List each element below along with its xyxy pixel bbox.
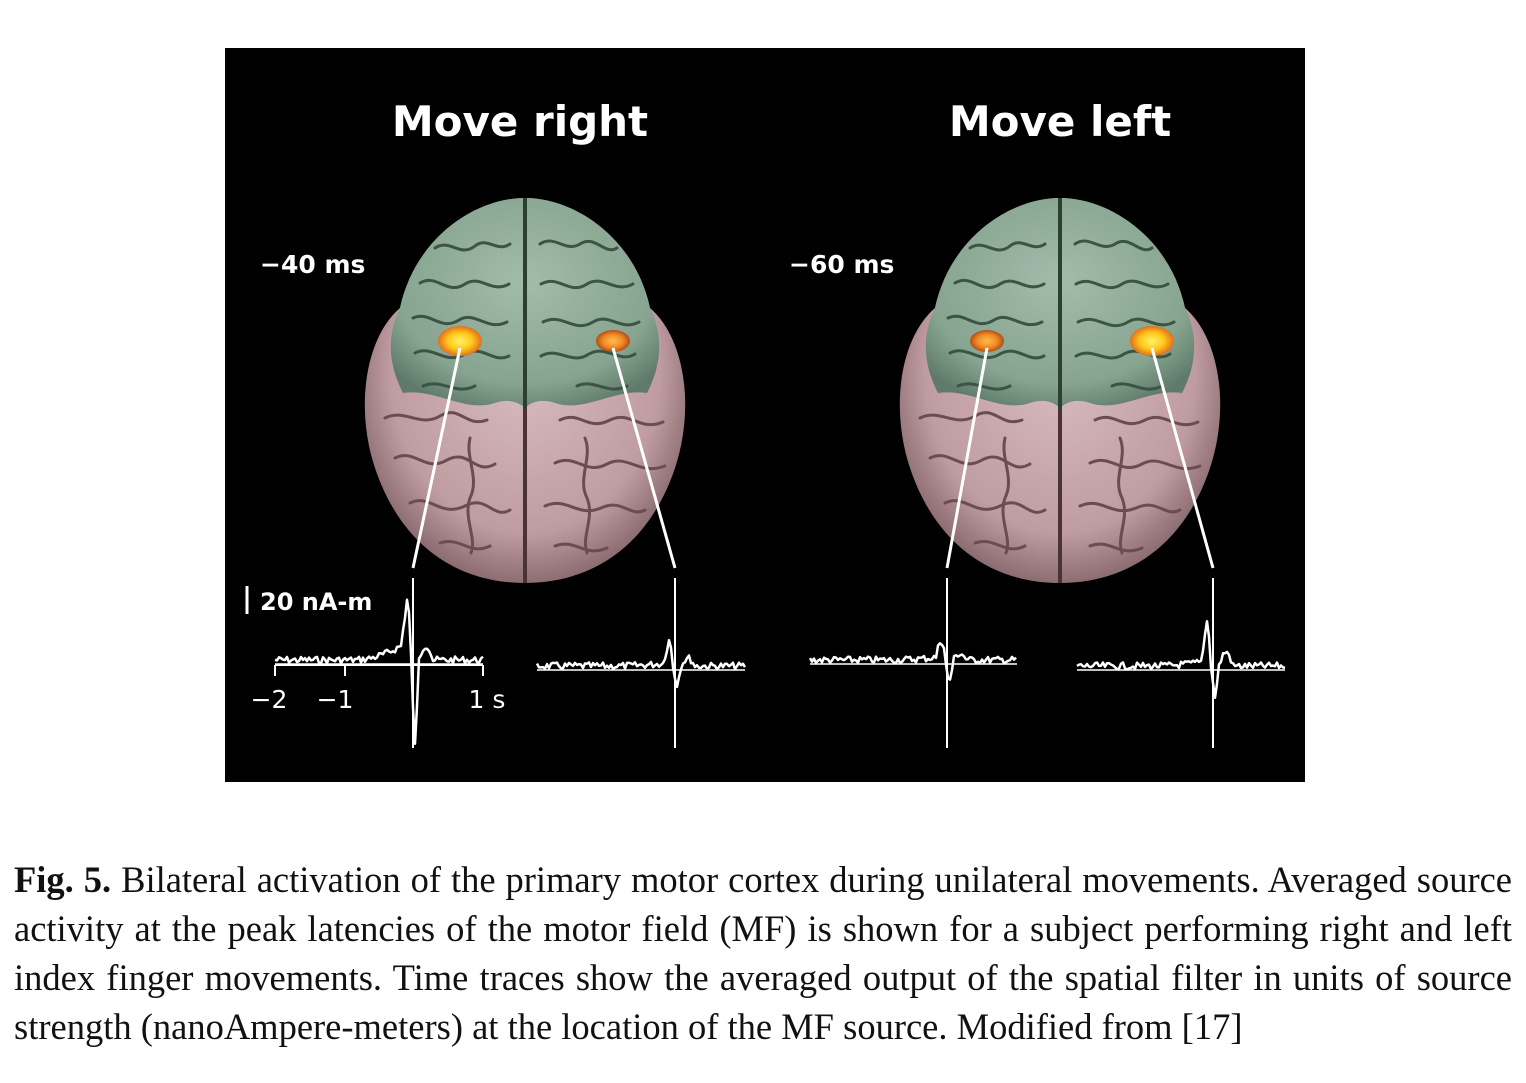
latency-label-move-right: −40 ms [260,250,365,279]
connector-line [945,347,989,569]
time-tick-label: −2 [251,685,288,714]
posterior-sulci-left [383,391,667,583]
scale-bar-label: 20 nA-m [260,588,372,616]
motor-sulci-left [411,198,641,410]
activation-focus-left-hemisphere [438,326,482,356]
panel-title-move-right: Move right [392,97,648,146]
figure-image: Move right Move left −40 ms −60 ms 20 nA… [225,48,1305,782]
activation-focus-left-hemisphere [970,330,1004,352]
time-traces [274,578,1286,748]
connector-line [411,347,462,569]
figure-caption-text: Bilateral activation of the primary moto… [14,858,1512,1047]
posterior-sulci-right [918,391,1202,583]
latency-label-move-left: −60 ms [789,250,894,279]
source-activity-trace [535,638,747,689]
time-tick-label: −1 [317,685,354,714]
connector-line [1150,347,1215,569]
time-tick-label: 1 s [469,685,506,714]
source-activity-trace [1076,620,1286,699]
brain-move-right [364,198,686,583]
activation-focus-right-hemisphere [596,330,630,352]
connector-line [611,347,677,569]
panel-title-move-left: Move left [949,97,1171,146]
figure-label: Fig. 5. [14,858,112,900]
activation-focus-right-hemisphere [1130,326,1174,356]
figure-caption: Fig. 5. Bilateral activation of the prim… [14,855,1512,1051]
brain-move-left [899,198,1221,583]
source-activity-trace [808,642,1017,681]
figure-svg: Move right Move left −40 ms −60 ms 20 nA… [245,97,1286,748]
connector-lines [411,347,1215,569]
source-activity-trace [274,598,484,745]
motor-sulci-right [946,198,1176,410]
time-axis [274,664,484,676]
